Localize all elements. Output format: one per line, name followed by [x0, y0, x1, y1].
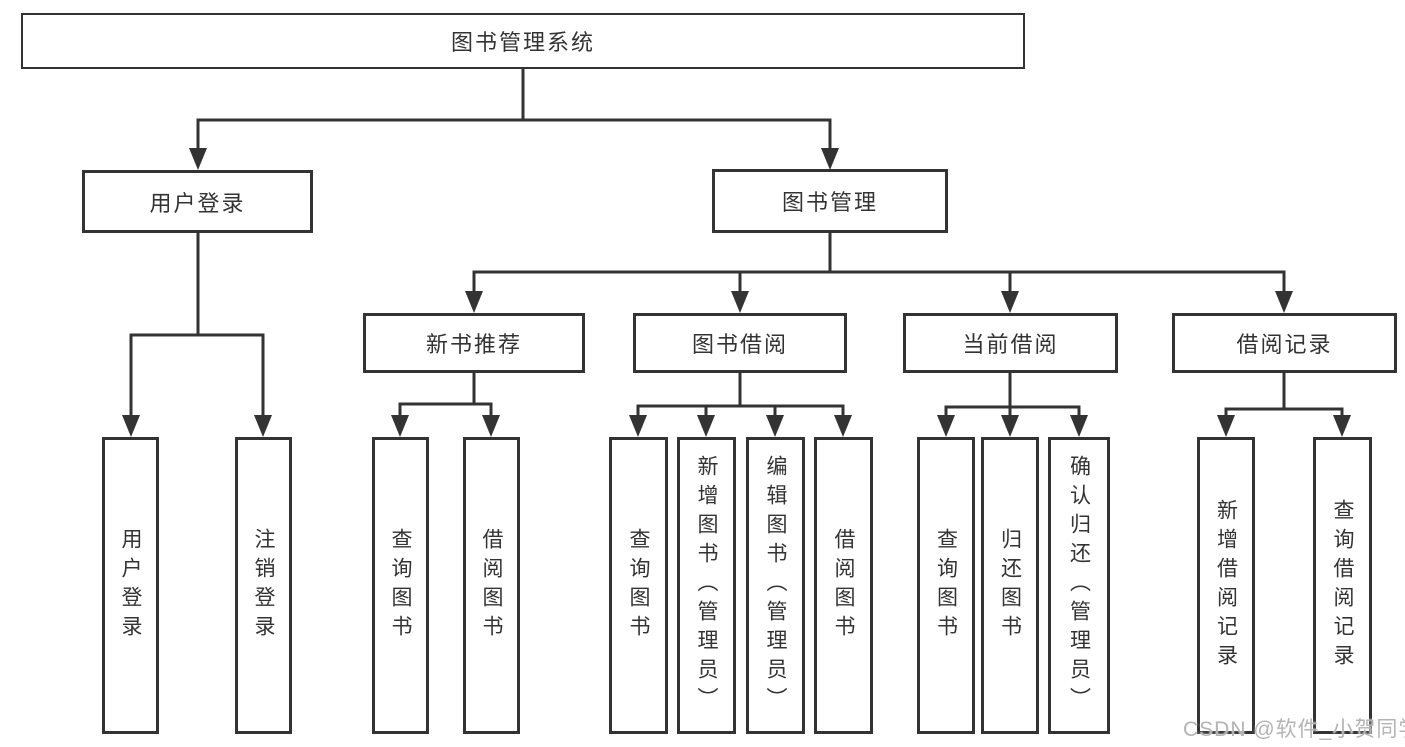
node-book-management: 图书管理 — [712, 169, 948, 233]
leaf-borrowing-query-book: 查询图书 — [609, 437, 668, 734]
leaf-borrowing-edit-book-admin: 编辑图书（管理员） — [746, 437, 805, 734]
leaf-user-login: 用户登录 — [102, 437, 159, 734]
node-current-borrowing: 当前借阅 — [903, 313, 1118, 373]
node-user-login: 用户登录 — [82, 170, 313, 233]
csdn-watermark: CSDN @软件_小贺同学 — [1183, 718, 1405, 741]
node-borrowing-records: 借阅记录 — [1172, 313, 1397, 373]
leaf-current-query-book: 查询图书 — [917, 437, 975, 734]
node-book-borrowing: 图书借阅 — [633, 313, 847, 373]
arrowheads — [122, 148, 1351, 437]
leaf-record-query: 查询借阅记录 — [1313, 437, 1372, 734]
leaf-current-return-book: 归还图书 — [981, 437, 1039, 734]
node-new-book-recommendation: 新书推荐 — [363, 313, 585, 373]
leaf-recommend-borrow-book: 借阅图书 — [463, 437, 520, 734]
node-library-management-system: 图书管理系统 — [21, 13, 1025, 69]
leaf-record-add: 新增借阅记录 — [1197, 437, 1255, 734]
leaf-logout-login: 注销登录 — [235, 437, 292, 734]
connector-lines — [129, 69, 1344, 415]
leaf-recommend-query-book: 查询图书 — [372, 437, 429, 734]
leaf-current-confirm-return-admin: 确认归还（管理员） — [1048, 437, 1110, 734]
leaf-borrowing-add-book-admin: 新增图书（管理员） — [677, 437, 736, 734]
leaf-borrowing-borrow-book: 借阅图书 — [814, 437, 873, 734]
